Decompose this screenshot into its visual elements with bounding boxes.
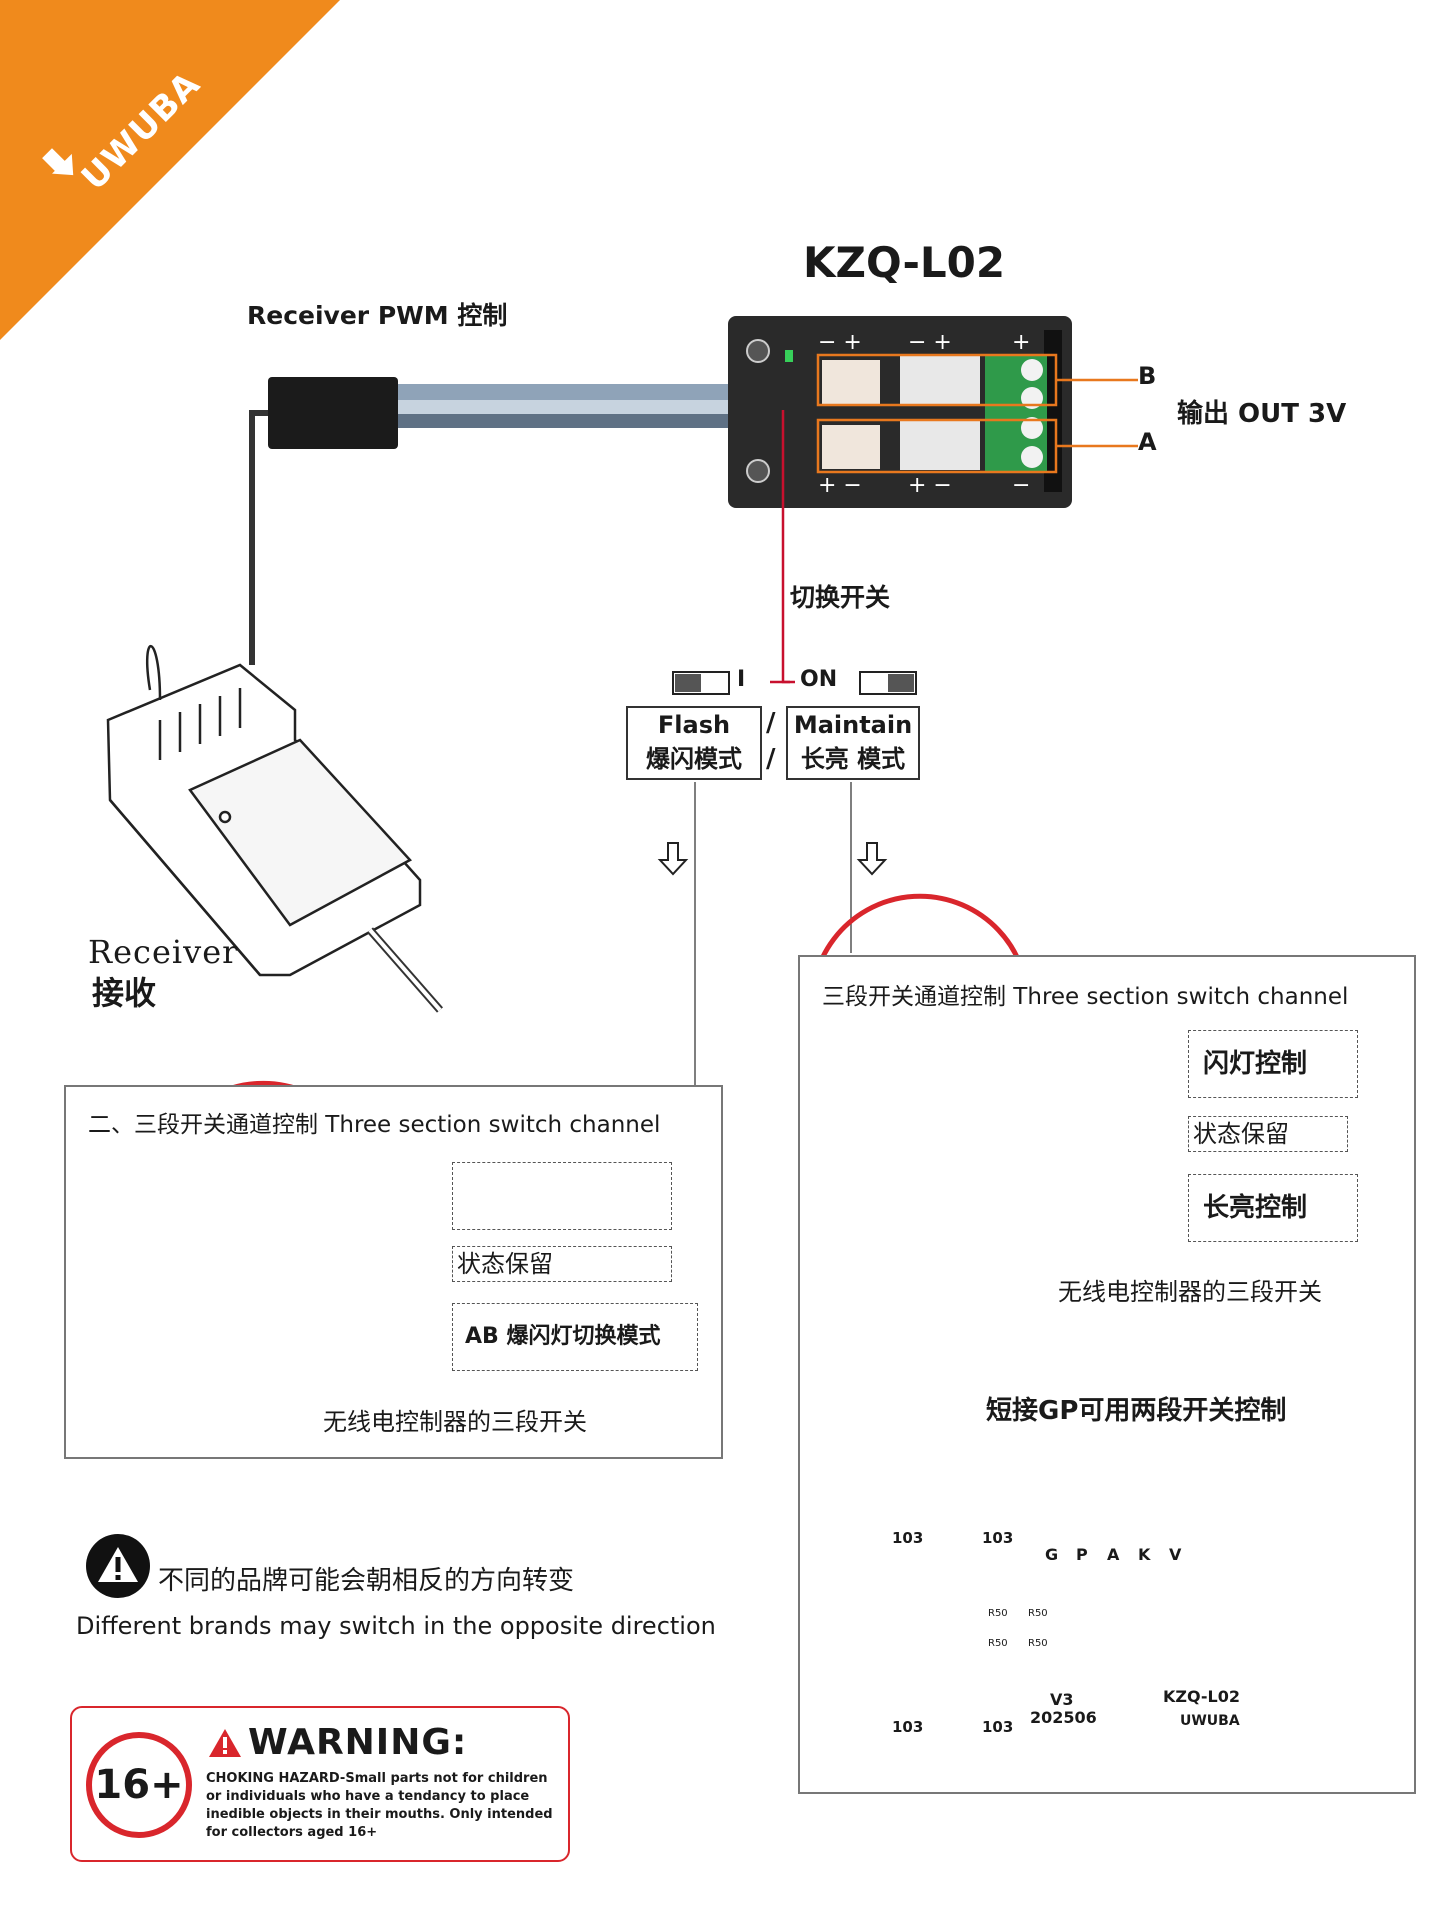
left-ab-mode: AB 爆闪灯切换模式 [452, 1303, 698, 1371]
svg-text:− +: − + [908, 330, 952, 355]
right-state-hold: 状态保留 [1188, 1116, 1348, 1152]
pcb-model: KZQ-L02 [1163, 1687, 1240, 1706]
left-state-hold: 状态保留 [452, 1246, 672, 1282]
receiver-pwm-label: Receiver PWM 控制 [247, 301, 508, 330]
warning-text: CHOKING HAZARD-Small parts not for child… [206, 1771, 553, 1840]
warning-heading: WARNING: [248, 1722, 468, 1763]
right-on-ctrl: 长亮控制 [1188, 1174, 1358, 1242]
pcb-chip-2: SS14F [1231, 1650, 1260, 1660]
pcb-brand: UWUBA [1180, 1713, 1240, 1729]
toggle-off-mark: I [737, 667, 746, 692]
right-panel-title: 三段开关通道控制 Three section switch channel [822, 984, 1349, 1010]
flash-mode-box: Flash 爆闪模式 [626, 706, 762, 780]
mode-slash-2: / [766, 744, 776, 774]
pcb-pin-k: K [1138, 1545, 1151, 1564]
product-title: KZQ-L02 [803, 238, 1006, 287]
notice-en: Different brands may switch in the oppos… [76, 1612, 716, 1640]
maintain-mode-en: Maintain [793, 711, 913, 739]
right-panel-caption: 无线电控制器的三段开关 [1058, 1278, 1322, 1306]
pcb-res-4: 103 [982, 1718, 1014, 1736]
pcb-pin-v: V [1169, 1545, 1182, 1564]
pcb-pin-g: G [1045, 1545, 1059, 1564]
left-empty-box [452, 1162, 672, 1230]
short-gp-label: 短接GP可用两段开关控制 [986, 1396, 1287, 1426]
warning-triangle-icon [208, 1728, 242, 1758]
pcb-r50-3: R50 [988, 1638, 1008, 1649]
brand-corner: UWUBA [0, 0, 340, 340]
choking-warning: 16+ WARNING: CHOKING HAZARD-Small parts … [70, 1706, 570, 1862]
mode-slash-1: / [766, 708, 776, 738]
pcb-res-2: 103 [982, 1529, 1014, 1547]
pcb-r50-4: R50 [1028, 1638, 1048, 1649]
output-label: 输出 OUT 3V [1177, 399, 1347, 429]
svg-text:− +: − + [818, 330, 862, 355]
right-flash-ctrl: 闪灯控制 [1188, 1030, 1358, 1098]
receiver-label-cn: 接收 [92, 974, 157, 1012]
age-badge: 16+ [86, 1732, 192, 1838]
flash-mode-cn: 爆闪模式 [646, 745, 742, 773]
maintain-mode-box: Maintain 长亮 模式 [786, 706, 920, 780]
notice-cn: 不同的品牌可能会朝相反的方向转变 [158, 1566, 575, 1596]
pcb-res-1: 103 [892, 1529, 924, 1547]
receiver-label-en: Receiver [88, 933, 239, 971]
pcb-chip-1: A5BTF [1217, 1606, 1249, 1617]
warning-icon [86, 1534, 150, 1598]
pcb-r50-2: R50 [1028, 1608, 1048, 1619]
left-panel-title: 二、三段开关通道控制 Three section switch channel [88, 1112, 661, 1138]
svg-text:+ −: + − [908, 473, 952, 498]
left-panel-caption: 无线电控制器的三段开关 [323, 1408, 587, 1436]
output-b-label: B [1138, 362, 1157, 390]
maintain-mode-cn: 长亮 模式 [800, 745, 906, 773]
pcb-version: V3 [1050, 1690, 1074, 1709]
flash-mode-en: Flash [657, 711, 731, 739]
pcb-res-3: 103 [892, 1718, 924, 1736]
toggle-on-mark: ON [800, 667, 838, 692]
pcb-date: 202506 [1030, 1708, 1097, 1727]
output-a-label: A [1138, 428, 1157, 456]
svg-text:−: − [1012, 473, 1030, 498]
switch-label: 切换开关 [790, 583, 891, 612]
svg-text:+ −: + − [818, 473, 862, 498]
pcb-r50-1: R50 [988, 1608, 1008, 1619]
pcb-pin-a: A [1107, 1545, 1120, 1564]
pcb-pin-p: P [1076, 1545, 1088, 1564]
svg-text:+: + [1012, 330, 1030, 355]
